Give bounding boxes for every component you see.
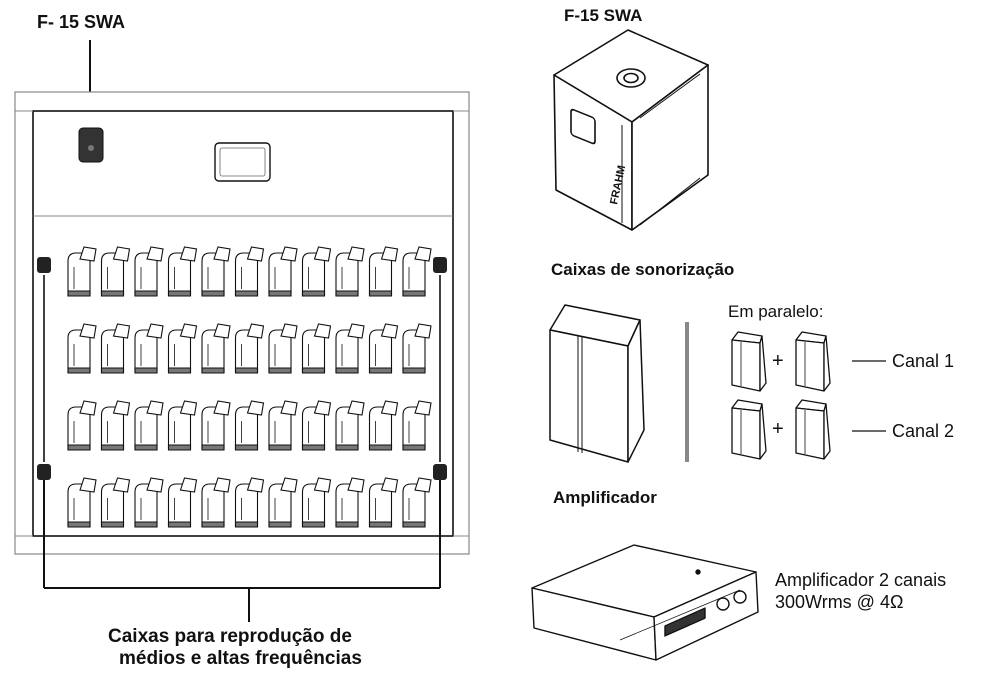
plus-sign-1: + (772, 350, 784, 372)
seat-icon (167, 400, 198, 451)
seat-icon (67, 323, 97, 374)
small-speaker-2-icon (795, 331, 831, 392)
seat-icon (134, 323, 164, 374)
seat-icon (167, 246, 198, 297)
seat-icon (134, 400, 164, 451)
seat-icon (268, 400, 298, 451)
speaker-rear-right-icon (433, 464, 447, 480)
small-speaker-1-icon (731, 331, 767, 392)
amplifier-desc-line2: 300Wrms @ 4Ω (775, 592, 904, 612)
seat-icon (402, 400, 432, 451)
seat-icon (368, 400, 399, 451)
seat-icon (402, 323, 432, 374)
seat-icon (234, 246, 265, 297)
seat-icon (268, 246, 298, 297)
speaker-front-left-icon (37, 257, 51, 273)
seat-icon (234, 477, 265, 528)
seat-icon (167, 477, 198, 528)
seat-icon (234, 400, 265, 451)
seat-icon (134, 246, 164, 297)
channel-1-label: Canal 1 (892, 351, 955, 371)
seat-icon (301, 246, 332, 297)
seat-icon (100, 477, 131, 528)
seat-icon (201, 323, 231, 374)
seat-icon (368, 246, 399, 297)
amplifier-icon (531, 544, 759, 661)
screen-icon (214, 142, 271, 182)
sonorizacao-title: Caixas de sonorização (551, 260, 735, 279)
seat-icon (368, 323, 399, 374)
seat-icon (335, 477, 365, 528)
seat-icon (167, 323, 198, 374)
seat-icon (368, 477, 399, 528)
channel-2-label: Canal 2 (892, 421, 955, 441)
seat-icon (268, 323, 298, 374)
seat-icon (201, 477, 231, 528)
subwoofer-icon (78, 127, 104, 163)
left-title: F- 15 SWA (37, 12, 126, 32)
speaker-rear-left-icon (37, 464, 51, 480)
speaker-front-right-icon (433, 257, 447, 273)
subwoofer-title: F-15 SWA (564, 6, 643, 25)
seat-icon (67, 246, 97, 297)
seat-icon (100, 246, 131, 297)
subwoofer-cabinet-icon (553, 29, 709, 231)
seat-icon (100, 323, 131, 374)
seat-icon (335, 400, 365, 451)
amplifier-title: Amplificador (553, 488, 657, 507)
seat-icon (201, 400, 231, 451)
plus-sign-2: + (772, 418, 784, 440)
seat-icon (134, 477, 164, 528)
left-caption-line1: Caixas para reprodução de (108, 626, 352, 647)
seat-icon (335, 323, 365, 374)
seat-icon (201, 246, 231, 297)
left-caption-line2: médios e altas frequências (119, 648, 362, 669)
room-inner-wall (32, 110, 454, 537)
seat-icon (301, 323, 332, 374)
seat-icon (100, 400, 131, 451)
seat-icon (301, 400, 332, 451)
large-speaker-icon (549, 304, 645, 463)
seat-icon (67, 400, 97, 451)
seating-area (67, 246, 432, 528)
seat-icon (268, 477, 298, 528)
parallel-label: Em paralelo: (728, 302, 824, 321)
seat-icon (67, 477, 97, 528)
small-speaker-3-icon (731, 399, 767, 460)
seat-icon (234, 323, 265, 374)
amplifier-desc-line1: Amplificador 2 canais (775, 570, 947, 590)
seat-icon (335, 246, 365, 297)
seat-icon (301, 477, 332, 528)
seat-icon (402, 477, 432, 528)
small-speaker-4-icon (795, 399, 831, 460)
seat-icon (402, 246, 432, 297)
